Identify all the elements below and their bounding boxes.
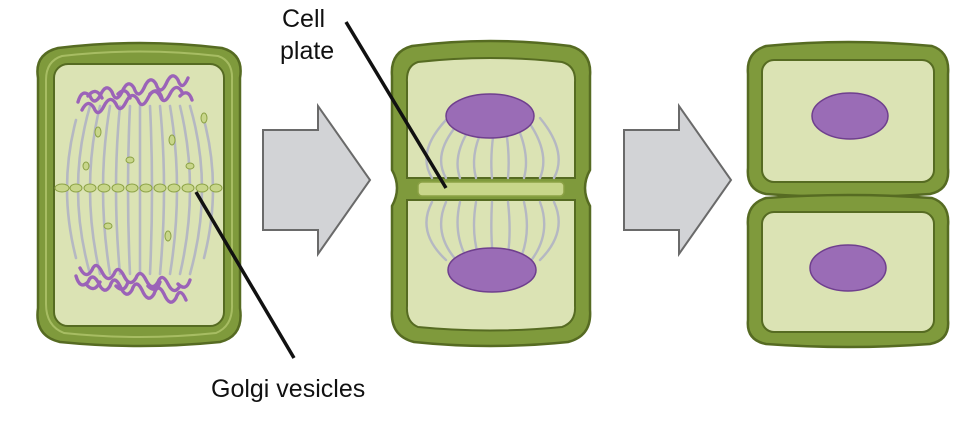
cell1-chromosomes-top [76, 74, 194, 115]
cell1-wall-inner-edge [45, 50, 234, 338]
cell-plate-label-line1: Cell [282, 5, 325, 33]
cell-plate-leader-line [344, 21, 448, 189]
arrow-icon-2 [623, 102, 733, 258]
golgi-vesicles-leader-line [194, 191, 296, 359]
cell2-bottom-nucleus [447, 247, 537, 293]
cell3a-nucleus [811, 92, 889, 140]
cell1-scattered-vesicles [82, 112, 208, 242]
cell2-top-nucleus [445, 93, 535, 139]
cell1-chromosomes-bottom [74, 263, 192, 304]
cell-plate-stage [390, 39, 592, 348]
daughter-cell-top [746, 40, 950, 199]
arrow-icon-1 [262, 102, 372, 258]
daughter-cell-bottom [746, 193, 950, 349]
cell-plate-label-line2: plate [280, 37, 334, 65]
cell-golgi-stage [36, 41, 242, 348]
cell1-golgi-vesicle-row [54, 183, 223, 193]
cell-plate [417, 181, 565, 197]
cell3b-nucleus [809, 244, 887, 292]
golgi-vesicles-label: Golgi vesicles [211, 375, 365, 403]
